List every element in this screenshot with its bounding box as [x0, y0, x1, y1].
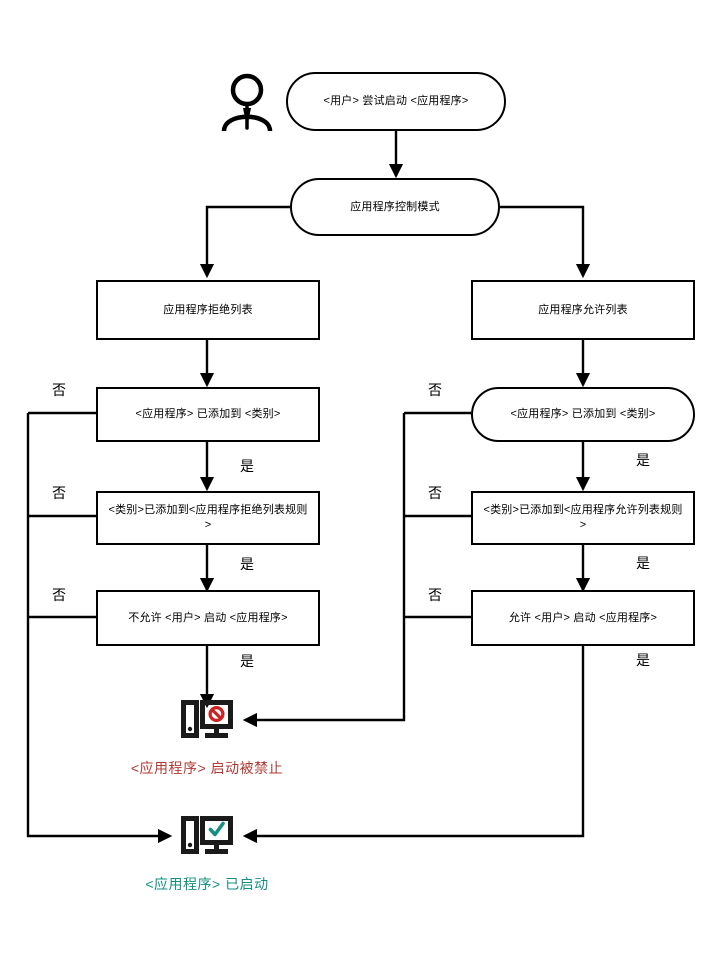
edge-label-left-no-3: 否: [52, 587, 66, 603]
node-allowlist[interactable]: 应用程序允许列表: [471, 280, 695, 340]
blocked-caption: <应用程序> 启动被禁止: [130, 760, 284, 776]
node-allow-user-start[interactable]: 允许 <用户> 启动 <应用程序>: [471, 590, 695, 646]
computer-allowed-icon: [181, 816, 233, 858]
edge-label-left-yes-1: 是: [240, 458, 254, 474]
edge-label-left-no-2: 否: [52, 485, 66, 501]
edge-label-right-no-1: 否: [428, 382, 442, 398]
edge-label-left-yes-3: 是: [240, 653, 254, 669]
node-denylist[interactable]: 应用程序拒绝列表: [96, 280, 320, 340]
outcome-allowed: <应用程序> 已启动: [77, 816, 337, 894]
edge-label-right-yes-2: 是: [636, 555, 650, 571]
node-allow-app-in-category[interactable]: <应用程序> 已添加到 <类别>: [471, 387, 695, 442]
node-allow-category-in-rule[interactable]: <类别>已添加到<应用程序允许列表规则>: [471, 491, 695, 545]
outcome-blocked: <应用程序> 启动被禁止: [77, 700, 337, 778]
node-deny-user-start[interactable]: 不允许 <用户> 启动 <应用程序>: [96, 590, 320, 646]
node-deny-app-in-category[interactable]: <应用程序> 已添加到 <类别>: [96, 387, 320, 442]
node-start[interactable]: <用户> 尝试启动 <应用程序>: [286, 72, 506, 131]
allowed-caption: <应用程序> 已启动: [145, 876, 269, 892]
edge-label-right-no-3: 否: [428, 587, 442, 603]
user-actor-icon: [218, 72, 276, 139]
edge-label-left-yes-2: 是: [240, 556, 254, 572]
edge-label-right-no-2: 否: [428, 485, 442, 501]
node-control-mode[interactable]: 应用程序控制模式: [290, 178, 500, 236]
edge-label-right-yes-1: 是: [636, 452, 650, 468]
computer-blocked-icon: [181, 700, 233, 742]
edge-label-left-no-1: 否: [52, 382, 66, 398]
edge-label-right-yes-3: 是: [636, 652, 650, 668]
node-deny-category-in-rule[interactable]: <类别>已添加到<应用程序拒绝列表规则>: [96, 491, 320, 545]
